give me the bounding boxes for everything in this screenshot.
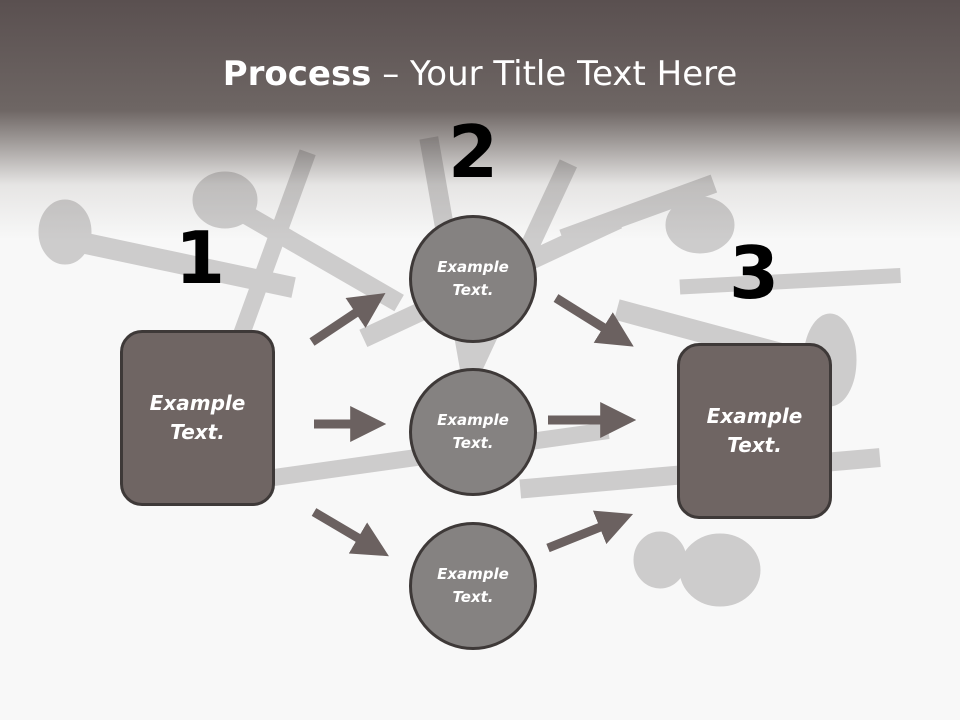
arrow-left-to-bottom bbox=[311, 508, 389, 557]
right-step-box: Example Text. bbox=[677, 343, 832, 519]
title-rest: – Your Title Text Here bbox=[371, 54, 738, 94]
step-number-1: 1 bbox=[174, 216, 226, 300]
title-bold: Process bbox=[222, 54, 372, 94]
arrow-left-to-top bbox=[309, 293, 386, 346]
step-number-2: 2 bbox=[447, 110, 499, 194]
slide-title: Process – Your Title Text Here bbox=[0, 52, 960, 96]
step-number-3: 3 bbox=[728, 231, 780, 315]
circle-middle: Example Text. bbox=[409, 368, 537, 496]
arrow-bottom-to-right bbox=[546, 510, 634, 553]
arrow-top-to-right bbox=[553, 294, 634, 347]
circle-top: Example Text. bbox=[409, 215, 537, 343]
left-step-box: Example Text. bbox=[120, 330, 275, 506]
circle-bottom: Example Text. bbox=[409, 522, 537, 650]
